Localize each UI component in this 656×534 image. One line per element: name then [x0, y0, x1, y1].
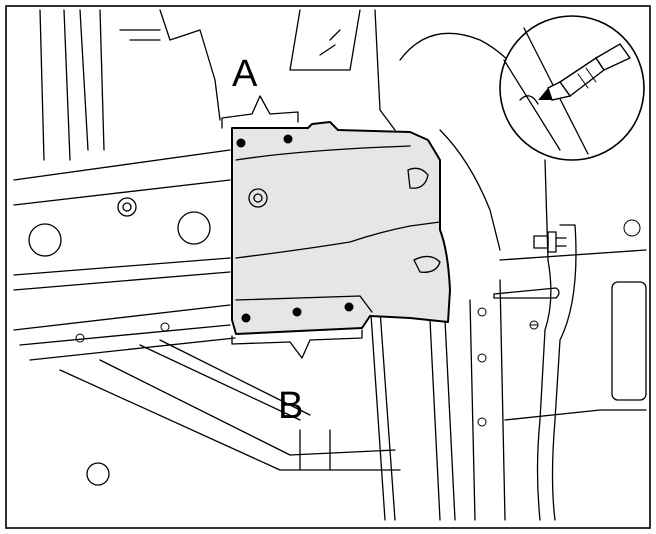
- beam-hole-3: [117, 197, 137, 217]
- panel-middle-crease: [235, 221, 441, 259]
- callout-label-a: A: [232, 53, 258, 95]
- panel-grommet: [248, 188, 268, 208]
- pillar-hole-3: [477, 417, 487, 427]
- panel-upper-crease: [235, 145, 411, 161]
- beam-top-edges: [13, 149, 231, 206]
- pillar-hole-1: [477, 307, 487, 317]
- floor-edge-1: [59, 369, 401, 471]
- clip-b2: [292, 307, 302, 317]
- panel-grommet-inner: [253, 193, 263, 203]
- door-seal: [551, 224, 577, 521]
- small-hole-1: [75, 333, 85, 343]
- beam-bottom-edges: [13, 304, 236, 361]
- sill-line-2: [499, 249, 647, 261]
- top-gusset-holes: [319, 29, 341, 56]
- beam-hole-3-inner: [122, 202, 132, 212]
- floor-rib: [139, 339, 311, 421]
- floor-edge-2: [99, 359, 396, 456]
- inset-hole-mark: [519, 95, 539, 105]
- callout-a-bracket: [221, 95, 299, 129]
- right-pillar-c: [469, 279, 506, 521]
- beam-hole-2: [177, 211, 211, 245]
- clip-a1: [236, 138, 246, 148]
- clip-b1: [241, 313, 251, 323]
- tapered-pin: [493, 287, 560, 299]
- upper-slots: [119, 29, 161, 41]
- right-pillar-b: [429, 319, 456, 521]
- upper-bracket: [159, 9, 221, 121]
- right-curve: [439, 129, 501, 251]
- marker-pen-icon: [538, 43, 632, 101]
- panel-notch-lower: [413, 255, 441, 273]
- callout-b-bracket: [231, 329, 363, 359]
- top-gusset: [289, 9, 361, 71]
- small-hole-2: [160, 322, 170, 332]
- floor-hole: [86, 462, 110, 486]
- sill-line-1: [504, 409, 647, 421]
- highlighted-panel: [231, 121, 451, 335]
- right-pillar-a: [369, 299, 396, 521]
- door-edge: [536, 159, 552, 521]
- clip-b3: [344, 302, 354, 312]
- panel-notch-upper: [407, 167, 429, 189]
- insulator-panel: [231, 121, 451, 335]
- center-pillar: [374, 9, 396, 131]
- panel-lower-crease: [235, 295, 373, 313]
- bolt-icon: [529, 320, 539, 330]
- beam-mid-edges: [13, 257, 231, 291]
- right-hole: [623, 219, 641, 237]
- clip-a2: [283, 134, 293, 144]
- left-pillar-lines: [39, 9, 105, 161]
- floor-posts: [299, 429, 331, 471]
- detail-inset: [499, 15, 645, 161]
- screw-icon: [533, 231, 567, 253]
- side-window: [611, 281, 647, 401]
- pillar-hole-2: [477, 353, 487, 363]
- beam-hole-1: [28, 223, 62, 257]
- callout-label-b: B: [278, 385, 303, 427]
